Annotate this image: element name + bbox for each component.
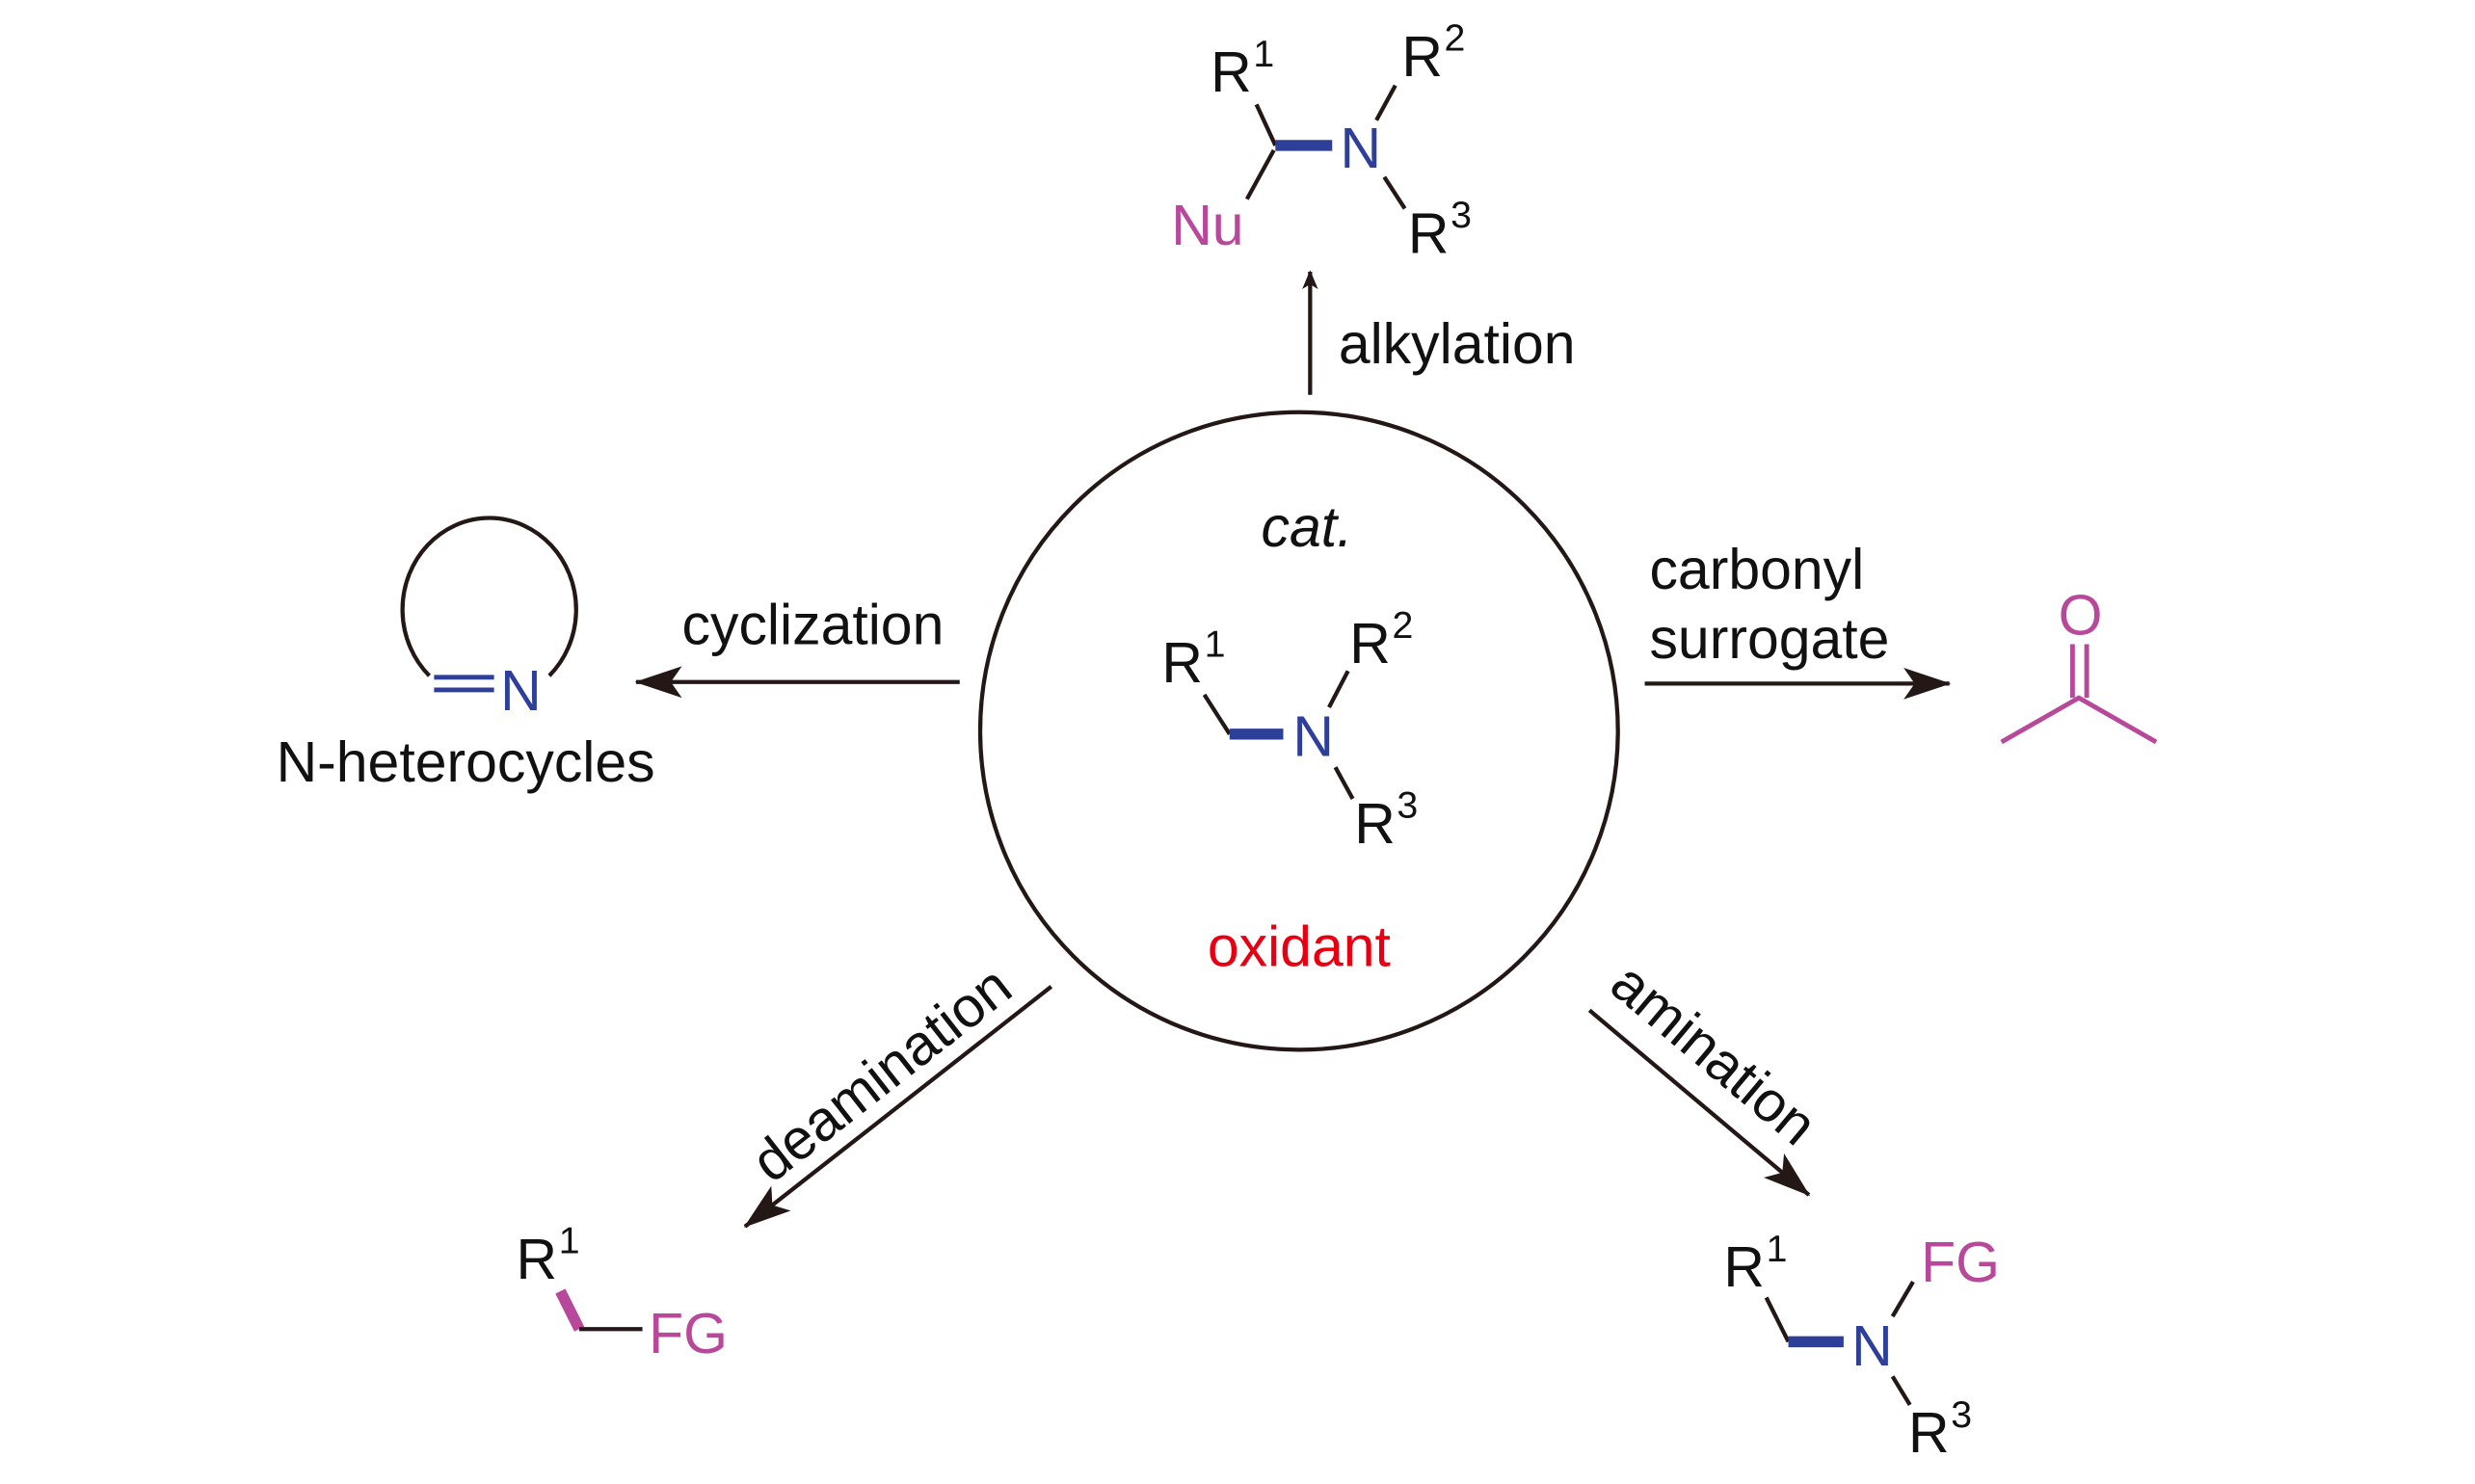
svg-text:R: R — [1408, 202, 1450, 265]
svg-text:2: 2 — [1445, 17, 1466, 60]
svg-text:Nu: Nu — [1171, 195, 1243, 257]
cyclization-label: cyclization — [682, 594, 945, 656]
svg-text:3: 3 — [1951, 1393, 1972, 1436]
svg-text:R: R — [1211, 41, 1252, 104]
svg-text:N: N — [1292, 706, 1334, 769]
cyclization-path: cyclization N N-heterocycles — [277, 516, 960, 794]
carbonyl-label: carbonyl — [1649, 539, 1864, 601]
svg-text:R: R — [1401, 26, 1443, 89]
svg-text:FG: FG — [1921, 1232, 2000, 1294]
svg-text:R: R — [1908, 1402, 1950, 1465]
svg-text:1: 1 — [1205, 623, 1226, 666]
svg-text:1: 1 — [1253, 33, 1274, 75]
surrogate-label: surrogate — [1649, 608, 1889, 671]
svg-text:1: 1 — [1767, 1228, 1788, 1270]
n-heterocycle-product: N N-heterocycles — [277, 516, 655, 794]
svg-text:N: N — [1851, 1315, 1893, 1378]
deamination-label: deamination — [740, 954, 1023, 1194]
svg-text:FG: FG — [649, 1303, 728, 1365]
oxidant-label: oxidant — [1208, 916, 1391, 979]
svg-text:R: R — [1354, 793, 1396, 856]
svg-text:N: N — [1340, 118, 1381, 180]
svg-text:R: R — [517, 1229, 558, 1291]
svg-text:R: R — [1161, 632, 1203, 695]
carbonyl-surrogate-path: carbonyl surrogate O — [1644, 539, 2158, 745]
svg-text:R: R — [1349, 613, 1391, 676]
svg-text:R: R — [1723, 1236, 1765, 1299]
ketone-product: O — [2000, 585, 2158, 745]
alkylation-label: alkylation — [1339, 313, 1576, 376]
svg-text:3: 3 — [1450, 194, 1472, 236]
svg-text:3: 3 — [1397, 784, 1418, 827]
catalyst-label: cat. — [1262, 496, 1353, 559]
svg-text:N: N — [500, 660, 542, 723]
svg-text:2: 2 — [1393, 604, 1414, 647]
svg-text:O: O — [2059, 585, 2103, 648]
n-heterocycles-caption: N-heterocycles — [277, 731, 655, 794]
svg-text:1: 1 — [559, 1220, 580, 1262]
amination-label: amination — [1599, 951, 1828, 1157]
